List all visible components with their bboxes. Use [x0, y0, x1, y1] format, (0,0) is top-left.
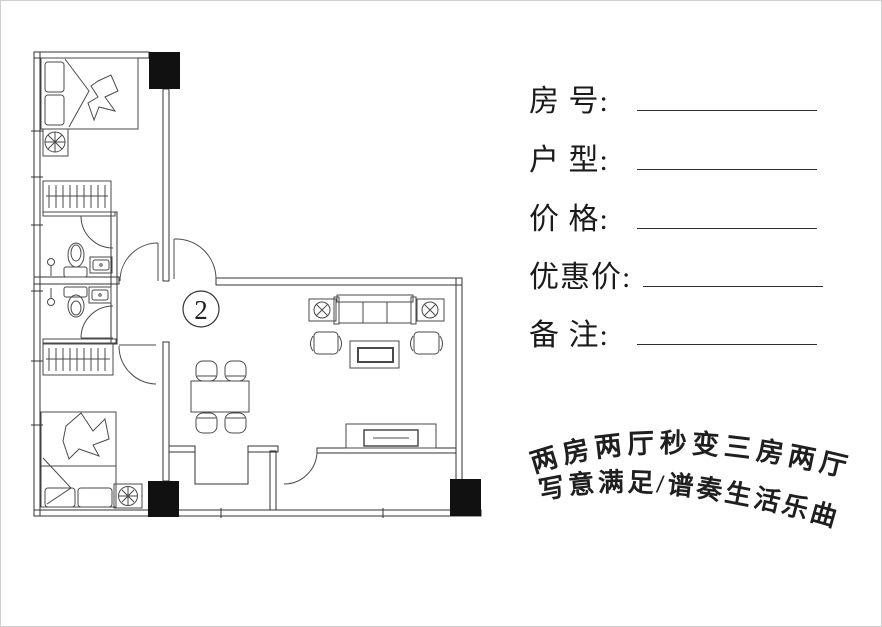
armchair-icon-right — [410, 331, 443, 355]
price-blank-line — [637, 228, 817, 229]
toilet-icon-2 — [63, 286, 88, 318]
wardrobe-icon-1 — [42, 180, 116, 217]
unit-type-blank-line — [637, 169, 817, 170]
unit-number-badge: 2 — [182, 290, 220, 328]
room-number-blank-line — [637, 110, 817, 111]
tagline-line2: 写意满足/谱奏生活乐曲 — [536, 468, 843, 534]
discount-price-label: 优惠价: — [529, 261, 632, 294]
room-number-label: 房 号: — [529, 85, 609, 118]
dining-table-icon — [190, 360, 250, 434]
form-row-room-number: 房 号: — [529, 85, 817, 119]
door-swings — [80, 215, 318, 485]
remarks-blank-line — [637, 344, 817, 345]
form-row-unit-type: 户 型: — [529, 144, 817, 178]
form-row-remarks: 备 注: — [529, 319, 817, 353]
tv-cabinet-icon — [345, 423, 437, 449]
side-table-lamp-icon-right — [416, 298, 445, 322]
armchair-icon-left — [310, 331, 342, 355]
plant-icon — [113, 483, 143, 509]
sofa-icon — [333, 294, 417, 325]
form-row-discount-price: 优惠价: — [529, 261, 824, 295]
sink-icon-1 — [89, 256, 113, 274]
bed-icon-bedroom2 — [40, 411, 117, 508]
discount-price-blank-line — [643, 286, 824, 287]
bed-icon-bedroom1 — [40, 57, 139, 130]
price-label: 价 格: — [529, 203, 609, 236]
drain-icon-1 — [47, 258, 55, 276]
sink-icon-2 — [88, 286, 112, 304]
form-row-price: 价 格: — [529, 203, 817, 237]
fan-icon — [42, 128, 69, 157]
wardrobe-icon-2 — [42, 338, 117, 376]
side-table-lamp-icon-left — [308, 298, 337, 322]
tagline-calligraphy: 两房两厅秒变三房两厅 写意满足/谱奏生活乐曲 — [527, 428, 850, 534]
coffee-table-icon — [349, 340, 400, 369]
walls — [31, 51, 482, 518]
unit-number-label: 2 — [194, 295, 208, 325]
drain-icon-2 — [47, 288, 55, 306]
structural-columns — [148, 52, 481, 517]
unit-type-label: 户 型: — [529, 144, 609, 177]
toilet-icon-1 — [63, 242, 88, 278]
remarks-label: 备 注: — [529, 319, 609, 352]
